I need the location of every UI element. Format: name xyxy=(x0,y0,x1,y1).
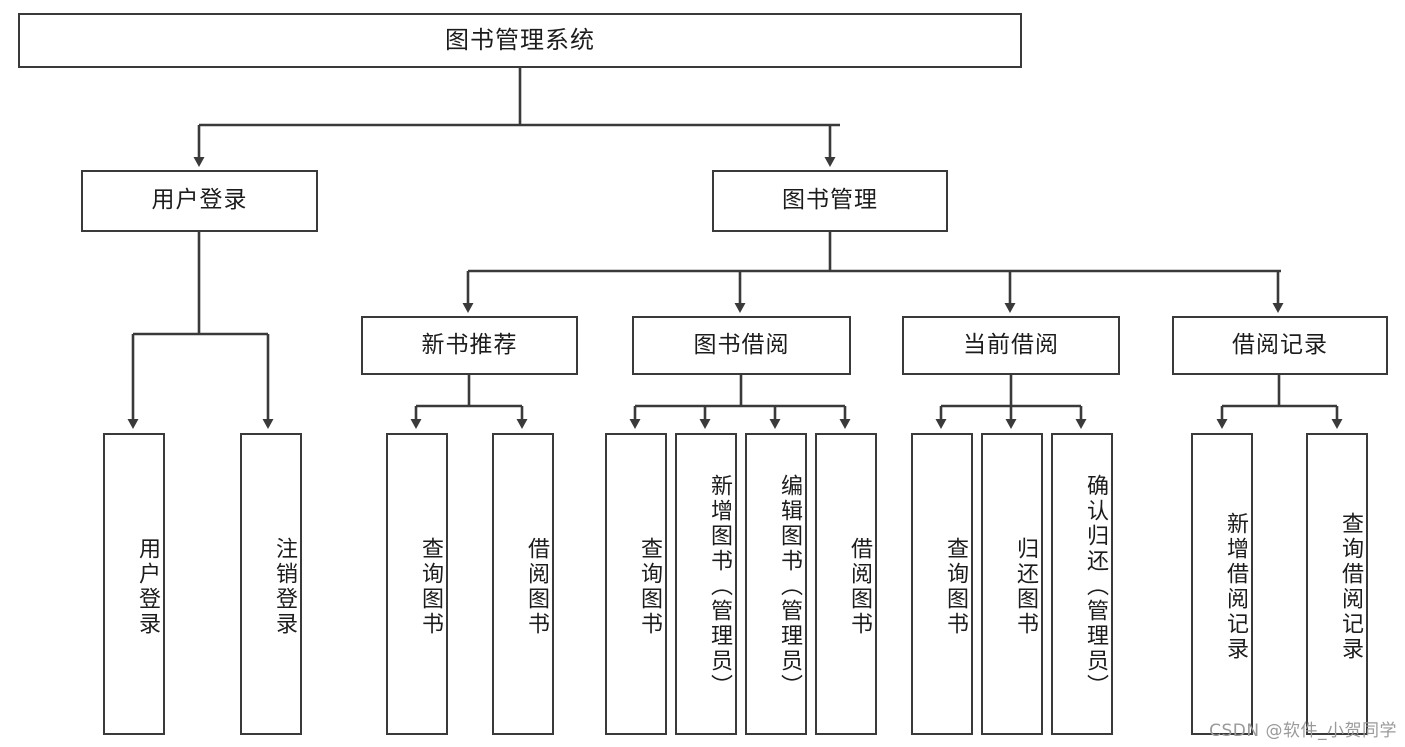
node-label: 新书推荐 xyxy=(421,331,518,358)
node-borrow-record[interactable]: 借阅记录 xyxy=(1172,316,1388,375)
node-book-borrow[interactable]: 图书借阅 xyxy=(632,316,851,375)
leaf-logout[interactable]: 注销登录 xyxy=(240,433,302,735)
node-label: 归还图书 xyxy=(1013,537,1038,637)
leaf-current-confirm-return[interactable]: 确认归还（管理员） xyxy=(1051,433,1113,735)
node-label: 新增借阅记录 xyxy=(1223,512,1248,662)
node-book-management[interactable]: 图书管理 xyxy=(712,170,948,232)
node-label: 当前借阅 xyxy=(963,331,1059,358)
node-label: 借阅记录 xyxy=(1232,331,1328,358)
node-label: 查询借阅记录 xyxy=(1338,512,1363,662)
watermark-text: CSDN @软件_小贺同学 xyxy=(1209,721,1397,741)
node-label: 用户登录 xyxy=(135,537,160,637)
node-label: 图书借阅 xyxy=(693,331,790,358)
leaf-record-query[interactable]: 查询借阅记录 xyxy=(1306,433,1368,735)
node-root-system[interactable]: 图书管理系统 xyxy=(18,13,1022,68)
node-label: 用户登录 xyxy=(151,187,248,214)
node-label: 注销登录 xyxy=(272,537,297,637)
node-label: 确认归还（管理员） xyxy=(1083,473,1108,699)
leaf-record-add[interactable]: 新增借阅记录 xyxy=(1191,433,1253,735)
leaf-current-return-book[interactable]: 归还图书 xyxy=(981,433,1043,735)
node-new-book-recommend[interactable]: 新书推荐 xyxy=(361,316,578,375)
leaf-user-login[interactable]: 用户登录 xyxy=(103,433,165,735)
node-label: 查询图书 xyxy=(418,537,443,637)
node-label: 新增图书（管理员） xyxy=(707,473,732,699)
node-label: 查询图书 xyxy=(943,537,968,637)
node-label: 图书管理 xyxy=(782,187,878,214)
leaf-current-query-book[interactable]: 查询图书 xyxy=(911,433,973,735)
node-label: 编辑图书（管理员） xyxy=(777,473,802,699)
node-label: 查询图书 xyxy=(637,537,662,637)
node-label: 图书管理系统 xyxy=(445,26,595,55)
leaf-borrow-borrow-book[interactable]: 借阅图书 xyxy=(815,433,877,735)
node-current-borrow[interactable]: 当前借阅 xyxy=(902,316,1120,375)
node-label: 借阅图书 xyxy=(524,537,549,637)
node-label: 借阅图书 xyxy=(847,537,872,637)
leaf-borrow-query-book[interactable]: 查询图书 xyxy=(605,433,667,735)
node-user-login[interactable]: 用户登录 xyxy=(81,170,318,232)
leaf-borrow-edit-book[interactable]: 编辑图书（管理员） xyxy=(745,433,807,735)
leaf-borrow-add-book[interactable]: 新增图书（管理员） xyxy=(675,433,737,735)
leaf-new-book-borrow[interactable]: 借阅图书 xyxy=(492,433,554,735)
leaf-new-book-query[interactable]: 查询图书 xyxy=(386,433,448,735)
